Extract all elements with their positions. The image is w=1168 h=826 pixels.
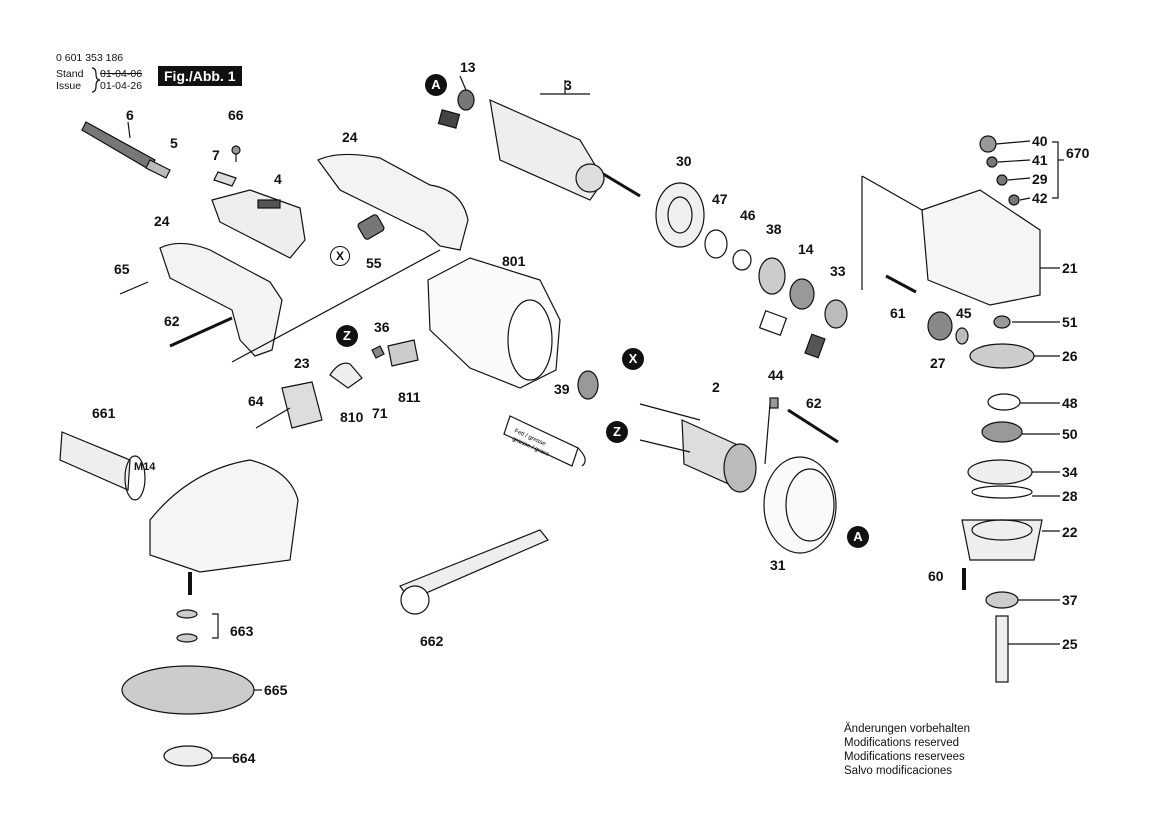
- label-65: 65: [114, 261, 130, 277]
- callout-z-top: Z: [336, 325, 358, 347]
- note-en: Modifications reserved: [844, 737, 960, 749]
- label-37: 37: [1062, 592, 1078, 608]
- stand-date: 01-04-06: [100, 68, 143, 80]
- label-71: 71: [372, 405, 388, 421]
- label-26: 26: [1062, 348, 1078, 364]
- note-es: Salvo modificaciones: [844, 765, 953, 777]
- issue-date: 01-04-26: [100, 80, 143, 92]
- label-5: 5: [170, 135, 178, 151]
- label-36: 36: [374, 319, 390, 335]
- label-23: 23: [294, 355, 310, 371]
- label-31: 31: [770, 557, 786, 573]
- label-47: 47: [712, 191, 728, 207]
- label-13: 13: [460, 59, 476, 75]
- callout-z-bottom: Z: [606, 421, 628, 443]
- label-810: 810: [340, 409, 364, 425]
- label-46: 46: [740, 207, 756, 223]
- label-4: 4: [274, 171, 282, 187]
- label-7: 7: [212, 147, 220, 163]
- label-2: 2: [712, 379, 720, 395]
- label-664: 664: [232, 750, 256, 766]
- label-661: 661: [92, 405, 116, 421]
- label-801: 801: [502, 253, 526, 269]
- label-665: 665: [264, 682, 288, 698]
- label-61: 61: [890, 305, 906, 321]
- figure-badge: Fig./Abb. 1: [158, 66, 242, 86]
- label-6: 6: [126, 107, 134, 123]
- label-39: 39: [554, 381, 570, 397]
- label-14: 14: [798, 241, 814, 257]
- label-64: 64: [248, 393, 264, 409]
- label-48: 48: [1062, 395, 1078, 411]
- label-44: 44: [768, 367, 784, 383]
- callout-a-top: A: [425, 74, 447, 96]
- label-29: 29: [1032, 171, 1048, 187]
- part-number: 0 601 353 186: [56, 52, 124, 64]
- label-662: 662: [420, 633, 444, 649]
- stand-label: Stand: [56, 68, 84, 80]
- label-38: 38: [766, 221, 782, 237]
- label-30: 30: [676, 153, 692, 169]
- label-24-top: 24: [342, 129, 358, 145]
- label-25: 25: [1062, 636, 1078, 652]
- callout-a-bottom: A: [847, 526, 869, 548]
- label-27: 27: [930, 355, 946, 371]
- label-3: 3: [564, 77, 572, 93]
- label-62-right: 62: [806, 395, 822, 411]
- label-51: 51: [1062, 314, 1078, 330]
- note-de: Änderungen vorbehalten: [844, 723, 970, 735]
- label-28: 28: [1062, 488, 1078, 504]
- issue-label: Issue: [56, 80, 82, 92]
- callout-x-outline: X: [330, 246, 350, 266]
- label-40: 40: [1032, 133, 1048, 149]
- label-45: 45: [956, 305, 972, 321]
- label-22: 22: [1062, 524, 1078, 540]
- label-50: 50: [1062, 426, 1078, 442]
- label-811: 811: [398, 389, 421, 405]
- callout-x: X: [622, 348, 644, 370]
- label-21: 21: [1062, 260, 1078, 276]
- label-33: 33: [830, 263, 846, 279]
- label-m14: M14: [134, 461, 156, 473]
- modification-notes: Änderungen vorbehalten Modifications res…: [844, 722, 970, 778]
- label-42: 42: [1032, 190, 1048, 206]
- label-34: 34: [1062, 464, 1078, 480]
- label-66: 66: [228, 107, 244, 123]
- label-55: 55: [366, 255, 382, 271]
- label-41: 41: [1032, 152, 1048, 168]
- label-663: 663: [230, 623, 254, 639]
- label-670: 670: [1066, 145, 1090, 161]
- note-fr: Modifications reservees: [844, 751, 965, 763]
- label-60: 60: [928, 568, 944, 584]
- label-24-lower: 24: [154, 213, 170, 229]
- cable-part: [81, 121, 156, 171]
- label-62-left: 62: [164, 313, 180, 329]
